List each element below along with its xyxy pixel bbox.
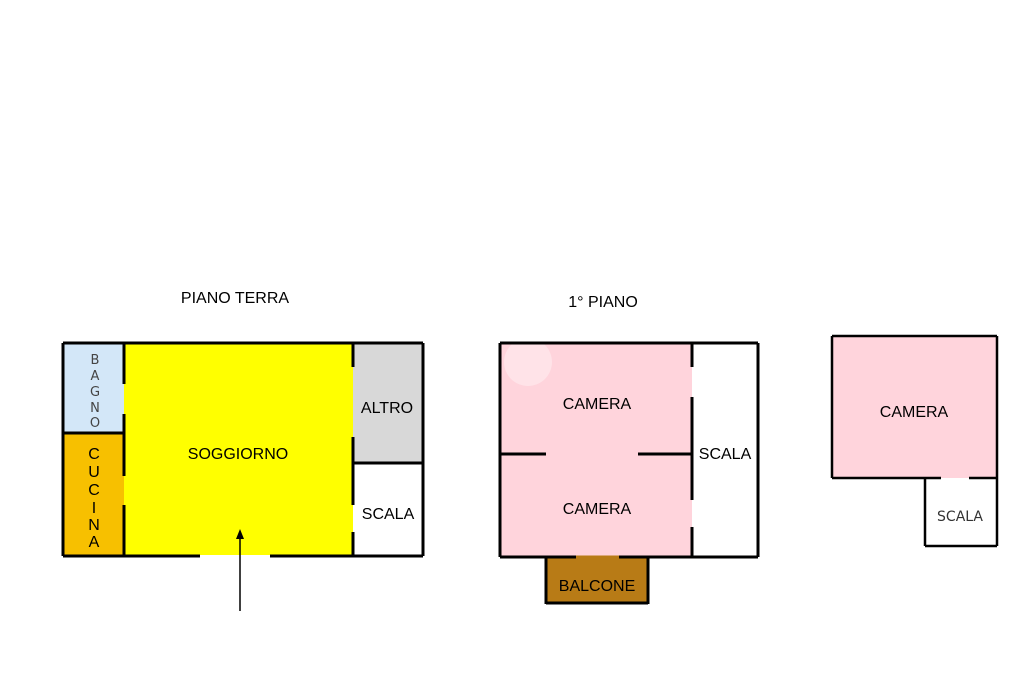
ground-scala-room	[353, 463, 422, 555]
cucina-letter: C	[88, 446, 100, 463]
ground-scala-label: SCALA	[362, 506, 415, 523]
attic-scala-label: SCALA	[937, 509, 983, 525]
bagno-letter: A	[91, 369, 100, 384]
attic-scala-room	[925, 478, 996, 546]
attic-floor-plan: CAMERA SCALA	[830, 334, 999, 548]
bagno-label: B A G N O	[90, 353, 100, 431]
ground-floor-title: PIANO TERRA	[181, 290, 290, 307]
camera-top-label: CAMERA	[563, 396, 632, 413]
first-scala-label: SCALA	[699, 446, 752, 463]
first-scala-room	[692, 344, 757, 556]
soggiorno-label: SOGGIORNO	[188, 446, 288, 463]
cucina-room	[64, 433, 124, 555]
camera-rooms	[501, 344, 692, 556]
soggiorno-room	[124, 344, 353, 555]
cucina-letter: I	[92, 500, 96, 517]
cucina-letter: N	[88, 517, 100, 534]
bagno-room	[64, 344, 124, 433]
entrance-arrow-icon	[236, 529, 244, 611]
watermark-icon	[504, 338, 552, 386]
bagno-letter: B	[91, 353, 100, 368]
first-floor-plan: 1° PIANO CAMERA CAMERA SCALA B	[498, 294, 760, 605]
cucina-label: C U C I N A	[88, 446, 100, 551]
altro-label: ALTRO	[361, 400, 413, 417]
cucina-letter: C	[88, 482, 100, 499]
bagno-letter: G	[90, 385, 100, 400]
ground-floor-plan: PIANO TERRA B	[61, 290, 425, 611]
bagno-letter: O	[90, 416, 100, 431]
altro-room	[353, 344, 422, 463]
cucina-letter: U	[88, 464, 100, 481]
ground-walls	[61, 341, 425, 558]
balcone-room	[547, 557, 648, 603]
balcone-label: BALCONE	[559, 578, 635, 595]
attic-camera-label: CAMERA	[880, 404, 949, 421]
attic-camera-room	[833, 337, 996, 478]
bagno-letter: N	[90, 401, 100, 416]
first-walls	[498, 341, 760, 605]
cucina-letter: A	[89, 534, 100, 551]
camera-bottom-label: CAMERA	[563, 501, 632, 518]
first-floor-title: 1° PIANO	[568, 294, 638, 311]
attic-walls	[830, 334, 999, 548]
